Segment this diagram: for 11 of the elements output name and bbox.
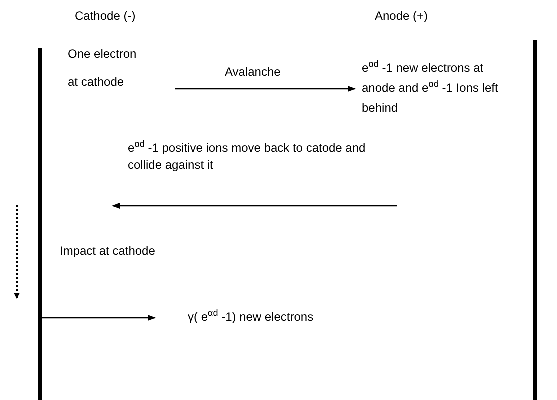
description-text: One electron at cathode bbox=[68, 40, 150, 96]
edge-label: e$^{αd}$ -1 positive ions move back to catode and collide against it bbox=[128, 140, 367, 174]
note-text: Cathode (-) bbox=[75, 8, 136, 25]
note-text: Anode (+) bbox=[375, 8, 428, 25]
arrow bbox=[175, 86, 356, 92]
arrow bbox=[112, 203, 397, 209]
edge-label: Avalanche bbox=[225, 64, 281, 81]
note-text: Impact at cathode bbox=[60, 243, 156, 260]
arrow bbox=[42, 315, 156, 321]
description-text: γ( e$^{αd}$ -1) new electrons bbox=[188, 309, 388, 326]
description-text: e$^{αd}$ -1 new electrons at anode and e$^{αd}$ -1 Ions left behind bbox=[362, 58, 510, 118]
